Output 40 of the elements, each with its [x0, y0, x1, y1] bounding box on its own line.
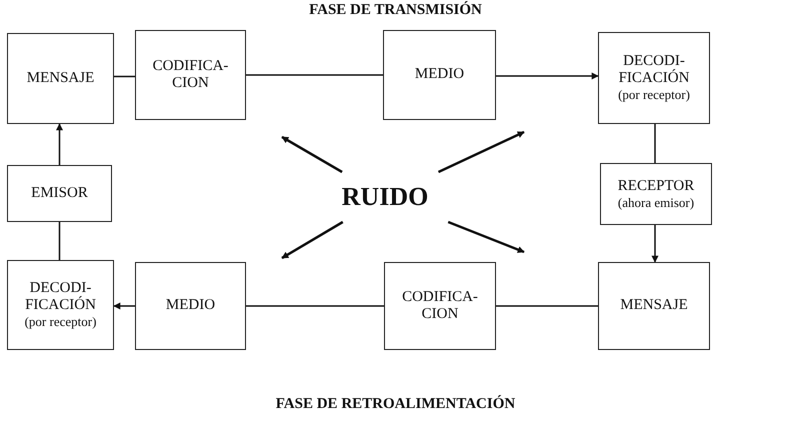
- process-box: [7, 33, 114, 124]
- connector-line: [496, 305, 598, 307]
- noise-arrow: [281, 136, 343, 174]
- arrow: [56, 123, 63, 165]
- process-box: [600, 163, 712, 225]
- connector-line: [246, 74, 383, 76]
- box-note: (por receptor): [618, 87, 690, 104]
- phase-title: FASE DE TRANSMISIÓN: [308, 2, 483, 19]
- box-title: MENSAJE: [26, 70, 94, 88]
- process-box: [135, 262, 246, 350]
- process-box: [135, 30, 246, 120]
- connector-line: [114, 76, 135, 78]
- process-box: [384, 262, 496, 350]
- box-title: RECEPTOR: [618, 178, 694, 195]
- noise-arrow: [281, 220, 344, 260]
- connector-line: [58, 222, 60, 260]
- box-title: RUIDO: [342, 182, 428, 212]
- box-note: (por receptor): [24, 314, 96, 330]
- box-note: (ahora emisor): [618, 194, 694, 210]
- box-title: MEDIO: [414, 66, 464, 84]
- connector-line: [654, 124, 656, 163]
- box-title: MEDIO: [166, 297, 216, 315]
- box-title: DECODI- FICACIÓN: [618, 52, 690, 88]
- box-title: CODIFICA- CION: [152, 58, 230, 92]
- noise-arrow: [438, 130, 525, 174]
- process-box: [383, 30, 496, 120]
- box-title: EMISOR: [31, 184, 88, 202]
- box-title: MENSAJE: [620, 297, 688, 315]
- box-title: DECODI- FICACIÓN: [24, 280, 97, 314]
- noise-arrow: [448, 220, 525, 254]
- phase-title: FASE DE RETROALIMENTACIÓN: [274, 396, 516, 413]
- arrow: [113, 302, 135, 310]
- process-box: [7, 260, 114, 350]
- process-box: [7, 165, 112, 222]
- connector-line: [246, 305, 384, 307]
- arrow: [496, 72, 599, 80]
- box-title: CODIFICA- CION: [401, 288, 479, 324]
- process-box: [598, 32, 710, 124]
- process-box: [598, 262, 710, 350]
- arrow: [652, 225, 658, 263]
